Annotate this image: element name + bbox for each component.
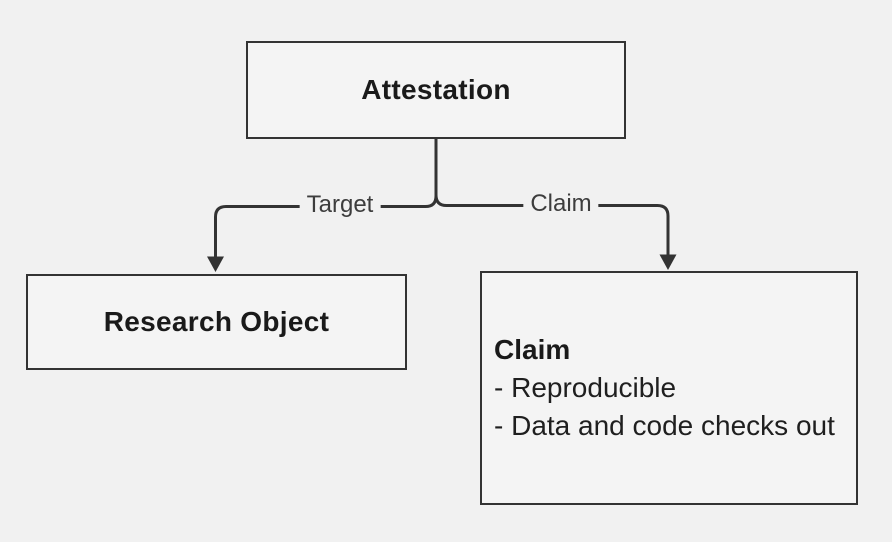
node-claim-title: Claim [494, 334, 571, 365]
node-research-object-label: Research Object [103, 306, 330, 337]
edge-label-claim: Claim [523, 190, 599, 218]
node-attestation-label: Attestation [361, 74, 511, 105]
node-attestation: Attestation [246, 41, 626, 139]
arrowhead-down-icon [659, 254, 677, 270]
edge-label-target: Target [299, 191, 381, 219]
node-claim: Claim - Reproducible - Data and code che… [480, 271, 858, 505]
node-research-object: Research Object [26, 274, 407, 370]
node-claim-item: - Data and code checks out [494, 410, 835, 441]
arrowhead-down-icon [207, 256, 224, 272]
node-claim-item: - Reproducible [494, 372, 677, 403]
